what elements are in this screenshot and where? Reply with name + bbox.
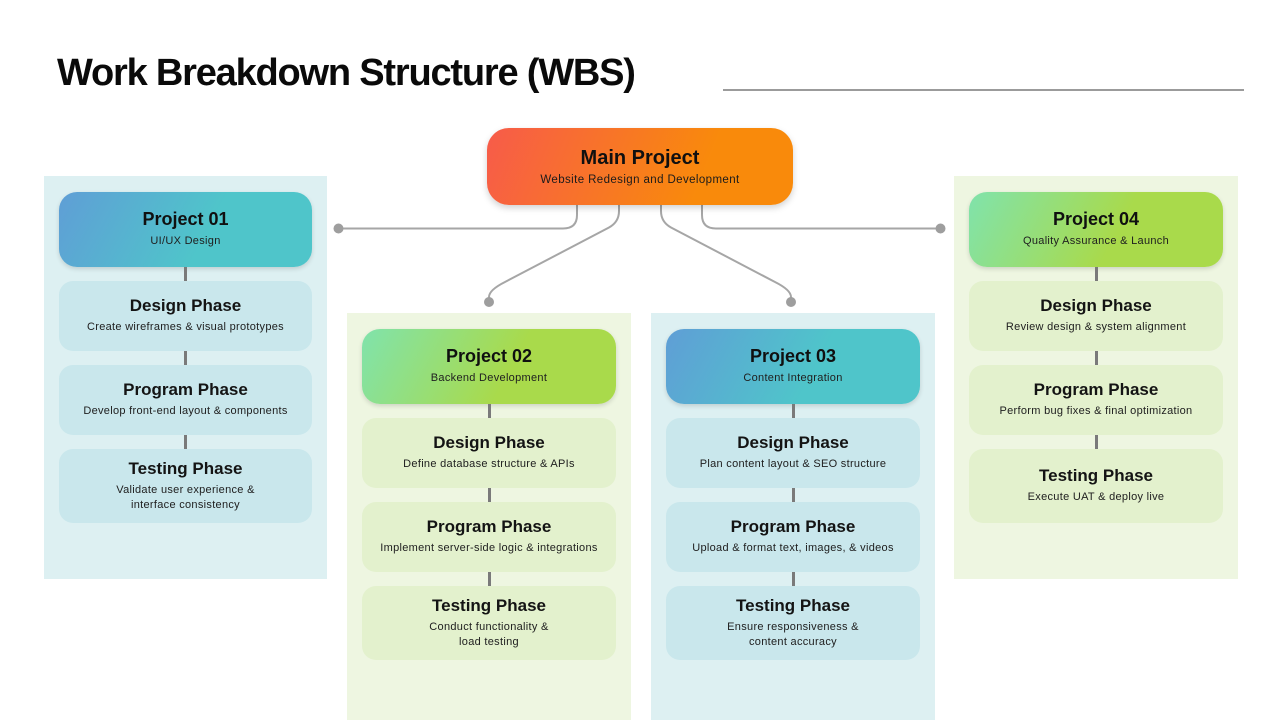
project-04-panel: Project 04 Quality Assurance & Launch De… <box>954 176 1238 579</box>
project-03-header: Project 03 Content Integration <box>666 329 920 404</box>
connector-to-project-02 <box>488 204 620 298</box>
phase-desc: Review design & system alignment <box>1005 321 1187 334</box>
project-02-design-phase: Design Phase Define database structure &… <box>362 418 616 488</box>
main-project-card: Main Project Website Redesign and Develo… <box>487 128 793 205</box>
project-01-design-phase: Design Phase Create wireframes & visual … <box>59 281 312 351</box>
project-04-program-phase: Program Phase Perform bug fixes & final … <box>969 365 1223 435</box>
phase-desc: Plan content layout & SEO structure <box>699 458 887 471</box>
phase-title: Testing Phase <box>1039 466 1153 486</box>
connector-to-project-04 <box>701 204 936 230</box>
project-01-testing-phase: Testing Phase Validate user experience &… <box>59 449 312 523</box>
phase-connector-dash <box>184 435 187 449</box>
phase-title: Design Phase <box>433 433 545 453</box>
project-03-panel: Project 03 Content Integration Design Ph… <box>651 313 935 720</box>
main-project-subtitle: Website Redesign and Development <box>540 174 740 186</box>
project-03-testing-phase: Testing Phase Ensure responsiveness & co… <box>666 586 920 660</box>
phase-desc: Implement server-side logic & integratio… <box>380 542 598 555</box>
phase-connector-dash <box>487 404 491 418</box>
phase-title: Design Phase <box>1040 296 1152 316</box>
phase-connector-dash <box>184 267 187 281</box>
phase-desc: Develop front-end layout & components <box>83 405 288 418</box>
phase-title: Program Phase <box>426 517 552 537</box>
project-01-panel: Project 01 UI/UX Design Design Phase Cre… <box>44 176 327 579</box>
phase-connector-dash <box>791 404 795 418</box>
phase-title: Design Phase <box>737 433 849 453</box>
phase-title: Testing Phase <box>128 458 243 478</box>
phase-connector-dash <box>791 488 795 502</box>
project-04-header: Project 04 Quality Assurance & Launch <box>969 192 1223 267</box>
phase-desc: Upload & format text, images, & videos <box>692 542 894 555</box>
project-01-title: Project 01 <box>142 209 229 230</box>
project-04-subtitle: Quality Assurance & Launch <box>1023 235 1169 248</box>
phase-connector-dash <box>487 572 491 586</box>
project-03-program-phase: Program Phase Upload & format text, imag… <box>666 502 920 572</box>
project-04-design-phase: Design Phase Review design & system alig… <box>969 281 1223 351</box>
phase-desc: Execute UAT & deploy live <box>1027 491 1165 504</box>
phase-connector-dash <box>791 572 795 586</box>
phase-connector-dash <box>1094 435 1098 449</box>
project-02-program-phase: Program Phase Implement server-side logi… <box>362 502 616 572</box>
project-01-program-phase: Program Phase Develop front-end layout &… <box>59 365 312 435</box>
phase-title: Program Phase <box>123 380 248 400</box>
phase-desc: Ensure responsiveness & content accuracy <box>727 620 859 648</box>
phase-desc: Define database structure & APIs <box>403 458 575 471</box>
project-03-subtitle: Content Integration <box>743 372 843 385</box>
project-04-title: Project 04 <box>1052 209 1140 230</box>
phase-title: Program Phase <box>1033 380 1159 400</box>
connector-to-project-01 <box>343 204 578 230</box>
phase-title: Testing Phase <box>736 595 850 615</box>
connector-dot-project-01 <box>333 223 344 234</box>
project-02-title: Project 02 <box>445 346 533 367</box>
phase-desc: Validate user experience & interface con… <box>116 483 255 511</box>
page-title: Work Breakdown Structure (WBS) <box>57 52 636 94</box>
connector-to-project-03 <box>660 204 792 298</box>
phase-title: Design Phase <box>129 296 242 316</box>
connector-dot-project-03 <box>786 297 796 307</box>
phase-connector-dash <box>1094 351 1098 365</box>
connector-dot-project-02 <box>484 297 494 307</box>
project-02-panel: Project 02 Backend Development Design Ph… <box>347 313 631 720</box>
connector-dot-project-04 <box>935 223 946 234</box>
project-03-title: Project 03 <box>749 346 837 367</box>
title-rule <box>723 89 1244 91</box>
phase-desc: Create wireframes & visual prototypes <box>87 321 284 334</box>
phase-connector-dash <box>487 488 491 502</box>
project-02-subtitle: Backend Development <box>430 372 548 385</box>
project-01-header: Project 01 UI/UX Design <box>59 192 312 267</box>
phase-desc: Conduct functionality & load testing <box>429 620 549 648</box>
phase-desc: Perform bug fixes & final optimization <box>999 405 1193 418</box>
project-01-subtitle: UI/UX Design <box>150 235 221 248</box>
phase-title: Program Phase <box>730 517 856 537</box>
project-04-testing-phase: Testing Phase Execute UAT & deploy live <box>969 449 1223 523</box>
project-02-header: Project 02 Backend Development <box>362 329 616 404</box>
main-project-title: Main Project <box>580 147 700 169</box>
phase-title: Testing Phase <box>432 595 546 615</box>
phase-connector-dash <box>184 351 187 365</box>
project-03-design-phase: Design Phase Plan content layout & SEO s… <box>666 418 920 488</box>
project-02-testing-phase: Testing Phase Conduct functionality & lo… <box>362 586 616 660</box>
phase-connector-dash <box>1094 267 1098 281</box>
